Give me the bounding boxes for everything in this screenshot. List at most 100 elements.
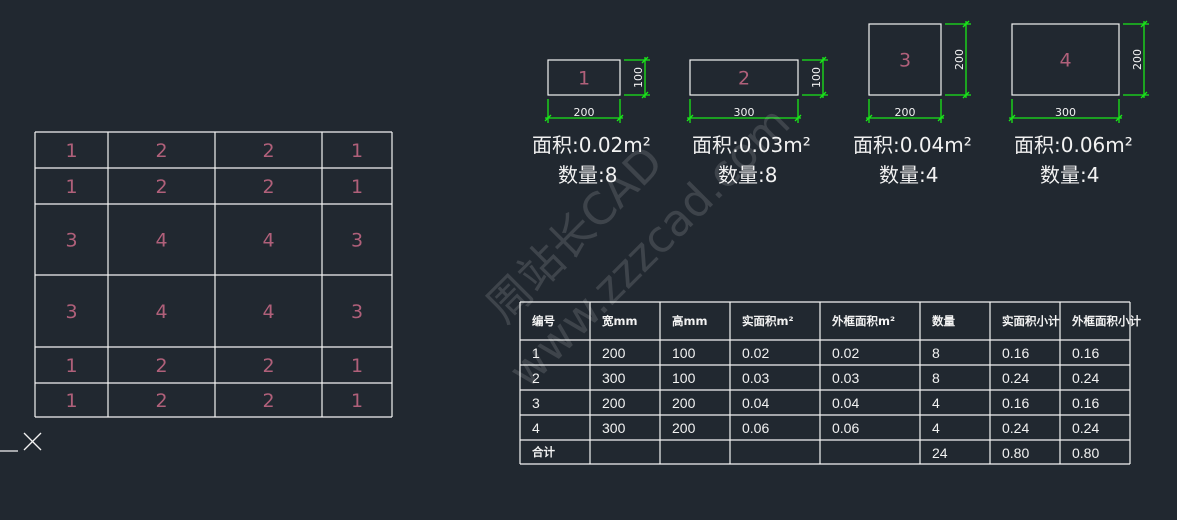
table-header-cell: 外框面积小计 [1071,314,1141,328]
grid-cell-number: 3 [351,230,363,252]
table-cell: 4 [932,395,940,411]
piece-number: 4 [1059,50,1071,72]
table-cell: 200 [602,395,626,411]
grid-cell-number: 1 [65,140,77,162]
dimension-tick [641,91,649,99]
height-dimension-label: 200 [1131,49,1144,70]
piece-number: 1 [578,68,590,90]
table-total-cell: 0.80 [1072,445,1099,461]
width-dimension-label: 200 [574,106,595,119]
grid-cell-number: 1 [351,140,363,162]
area-label: 面积:0.02m² [532,133,651,157]
grid-cell-number: 3 [65,230,77,252]
table-header-cell: 宽mm [601,314,637,328]
grid-cell-number: 1 [65,176,77,198]
table-cell: 1 [532,345,540,361]
piece-number: 2 [738,68,750,90]
piece-outline [868,23,942,96]
grid-cell-number: 4 [262,301,274,323]
piece-details: 1200100面积:0.02m²数量:82300100面积:0.03m²数量:8… [532,20,1149,187]
dimension-tick [616,114,624,122]
grid-cell-number: 4 [155,230,167,252]
grid-cell-number: 1 [65,390,77,412]
grid-cell-number: 4 [262,230,274,252]
table-cell: 0.16 [1072,345,1099,361]
dimension-tick [819,56,827,64]
piece-outline [547,59,621,96]
dimension-tick [686,114,694,122]
quantity-label: 数量:8 [558,163,617,187]
dimension-tick [1008,114,1016,122]
piece-1: 1 200 100 面积:0.02m² 数量:8 [532,56,651,187]
dimension-tick [962,20,970,28]
grid-cell-number: 4 [155,301,167,323]
grid-cell-number: 3 [65,301,77,323]
table-cell: 0.04 [742,395,769,411]
dimension-tick [1140,91,1148,99]
table-total-cell: 24 [932,445,948,461]
table-cell: 0.02 [832,345,859,361]
table-cell: 200 [602,345,626,361]
table-cell: 0.24 [1072,370,1099,386]
table-cell: 0.16 [1072,395,1099,411]
table-cell: 4 [932,420,940,436]
table-header-cell: 实面积m² [742,314,794,328]
table-cell: 0.03 [742,370,769,386]
table-cell: 0.04 [832,395,859,411]
dimension-tick [1115,114,1123,122]
dimension-tick [1140,20,1148,28]
quantity-label: 数量:4 [879,163,938,187]
summary-table: 编号 宽mm 高mm 实面积m² 外框面积m² 数量 实面积小计外框面积小计 1 200 100 0… [519,301,1141,465]
area-label: 面积:0.06m² [1014,133,1133,157]
grid-cell-number: 1 [351,390,363,412]
height-dimension-label: 200 [953,49,966,70]
table-cell: 0.16 [1002,395,1029,411]
table-header-cell: 外框面积m² [831,314,895,328]
dimension-tick [544,114,552,122]
grid-cell-number: 2 [155,355,167,377]
table-total-cell: 0.80 [1002,445,1029,461]
width-dimension-label: 300 [734,106,755,119]
table-cell: 300 [602,370,626,386]
grid-cell-number: 2 [262,140,274,162]
table-cell: 200 [672,395,696,411]
table-cell: 0.06 [832,420,859,436]
quantity-label: 数量:4 [1040,163,1099,187]
grid-cell-number: 2 [155,140,167,162]
table-cell: 0.02 [742,345,769,361]
grid-cell-number: 3 [351,301,363,323]
grid-cell-number: 2 [262,176,274,198]
grid-cell-number: 2 [262,355,274,377]
table-cell: 100 [672,370,696,386]
dimension-tick [962,91,970,99]
table-header-cell: 数量 [932,314,955,328]
table-header-cell: 高mm [672,314,707,328]
dimension-tick [937,114,945,122]
table-cell: 300 [602,420,626,436]
table-header-cell: 实面积小计 [1002,314,1060,328]
dimension-tick [794,114,802,122]
table-cell: 8 [932,370,940,386]
grid-cell-number: 2 [155,176,167,198]
table-cell: 3 [532,395,540,411]
dimension-tick [865,114,873,122]
table-total-cell: 合计 [532,445,555,459]
piece-outline [689,59,799,96]
grid-cell-number: 1 [351,355,363,377]
grid-cell-number: 2 [155,390,167,412]
table-cell: 0.16 [1002,345,1029,361]
table-cell: 100 [672,345,696,361]
table-cell: 0.24 [1002,370,1029,386]
table-header-cell: 编号 [532,314,555,328]
height-dimension-label: 100 [632,67,645,88]
dimension-tick [641,56,649,64]
piece-outline [1011,23,1120,96]
grid-cell-number: 1 [65,355,77,377]
table-cell: 0.03 [832,370,859,386]
dimension-tick [819,91,827,99]
